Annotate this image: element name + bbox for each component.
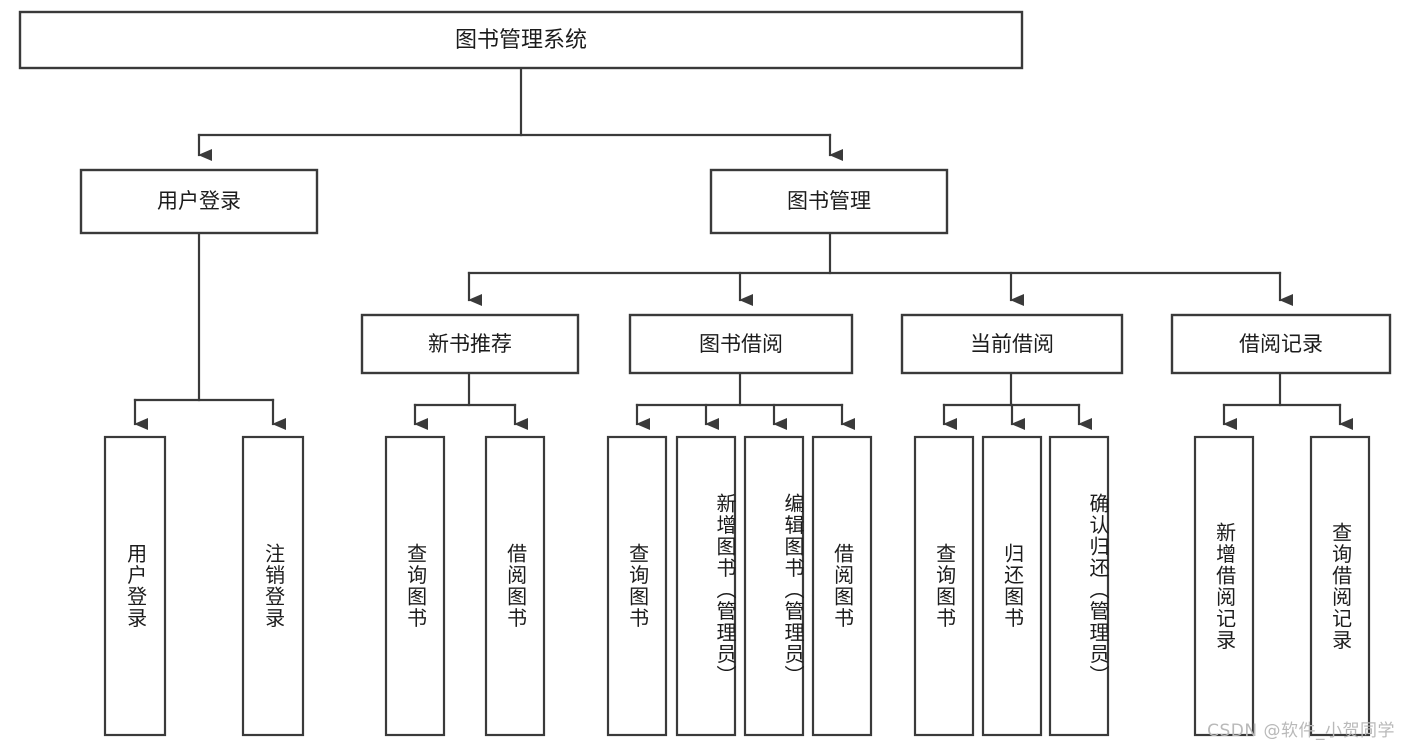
node-borrow-records[interactable]: 借阅记录	[1170, 313, 1392, 375]
leaf-node-user-login[interactable]	[103, 435, 167, 737]
connectors-newbooks-to-leaves	[413, 371, 528, 430]
connectors-borrow-to-leaves	[635, 371, 855, 430]
leaf-node-return-book[interactable]	[981, 435, 1043, 737]
node-book-borrow-label: 图书借阅	[699, 332, 783, 356]
connectors-current-to-leaves	[942, 371, 1092, 430]
node-book-borrow[interactable]: 图书借阅	[628, 313, 854, 375]
node-root-system[interactable]: 图书管理系统	[18, 10, 1024, 70]
csdn-watermark: CSDN @软件_小贺同学	[1207, 721, 1395, 741]
leaf-node-add-borrow-record[interactable]	[1193, 435, 1255, 737]
leaf-node-query-books-recommend[interactable]	[384, 435, 446, 737]
connectors-records-to-leaves	[1222, 371, 1353, 430]
leaf-node-query-books-current[interactable]	[913, 435, 975, 737]
node-current-borrow-label: 当前借阅	[970, 332, 1054, 356]
node-user-login-label: 用户登录	[157, 189, 241, 213]
leaf-node-query-books-borrow[interactable]	[606, 435, 668, 737]
node-book-management-label: 图书管理	[787, 189, 871, 213]
node-current-borrow[interactable]: 当前借阅	[900, 313, 1124, 375]
node-new-book-recommend[interactable]: 新书推荐	[360, 313, 580, 375]
leaf-node-query-borrow-record[interactable]	[1309, 435, 1371, 737]
leaf-node-edit-book-admin[interactable]	[743, 435, 805, 737]
node-root-label: 图书管理系统	[455, 28, 587, 53]
node-new-book-recommend-label: 新书推荐	[428, 332, 512, 356]
leaf-node-add-book-admin[interactable]	[675, 435, 737, 737]
node-user-login[interactable]: 用户登录	[79, 168, 319, 235]
leaf-node-confirm-return-admin[interactable]	[1048, 435, 1110, 737]
connectors-booksmgmt-to-level3	[467, 231, 1293, 306]
leaf-node-borrow-book[interactable]	[811, 435, 873, 737]
leaf-node-logout[interactable]	[241, 435, 305, 737]
connectors-userlogin-to-leaves	[133, 231, 286, 430]
node-book-management[interactable]: 图书管理	[709, 168, 949, 235]
leaf-node-borrow-books-recommend[interactable]	[484, 435, 546, 737]
connectors-root-to-level2	[197, 66, 843, 161]
node-borrow-records-label: 借阅记录	[1239, 332, 1323, 356]
